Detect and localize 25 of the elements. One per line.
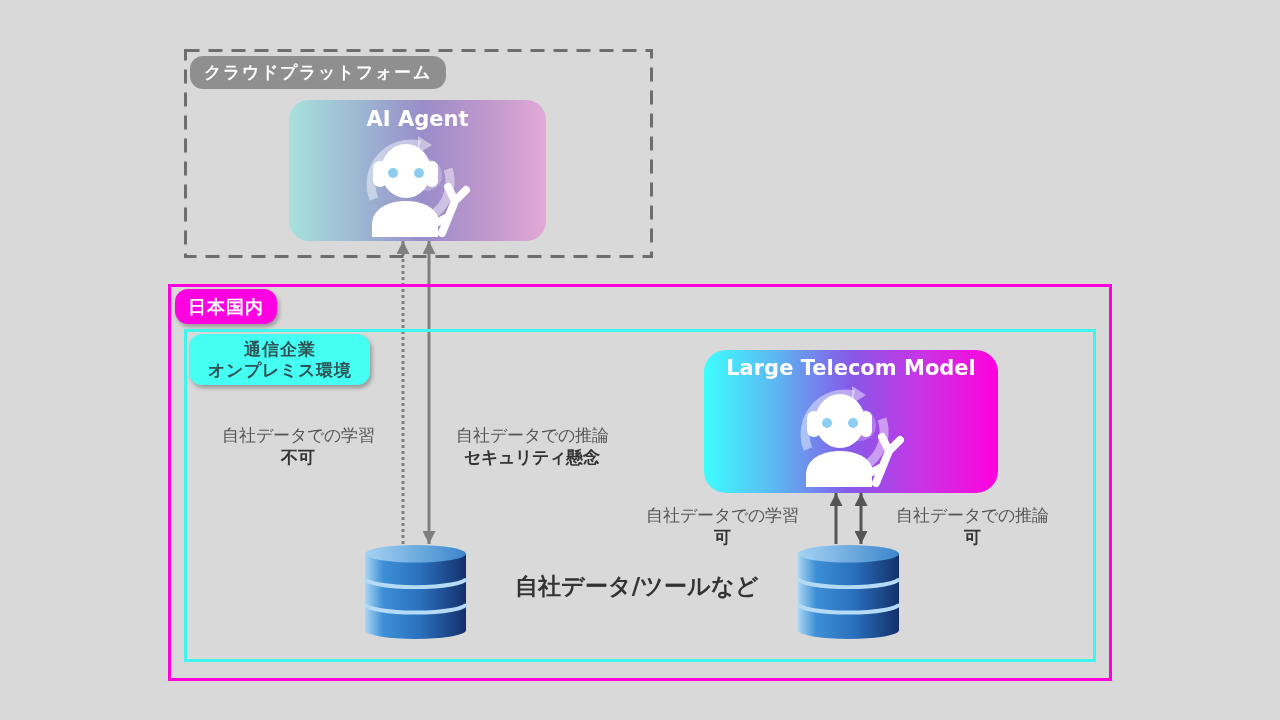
frame — [184, 329, 1096, 662]
dotted-arrow — [396, 241, 410, 544]
annotation: 自社データ/ツールなど — [514, 575, 760, 597]
heading-tag: クラウドプラットフォーム — [190, 56, 446, 89]
double-arrow — [422, 241, 436, 544]
box-title: AI Agent — [366, 107, 469, 131]
double-arrow — [854, 493, 868, 544]
heading-tag: 通信企業オンプレミス環境 — [189, 334, 370, 385]
annotation: 自社データでの学習 — [645, 504, 799, 526]
annotation: 不可 — [281, 446, 315, 468]
rounded-box — [289, 100, 546, 241]
annotation: 自社データでの推論 — [895, 504, 1049, 526]
box-title: Large Telecom Model — [726, 356, 976, 380]
frame — [168, 284, 1112, 681]
database-cylinder — [797, 544, 900, 640]
dashed-frame — [184, 49, 653, 258]
heading-tag: 日本国内 — [175, 289, 277, 324]
database-cylinder — [364, 544, 467, 640]
rounded-box — [704, 350, 998, 493]
annotation: 可 — [963, 526, 981, 548]
arrow — [829, 493, 843, 544]
annotation: 可 — [713, 526, 731, 548]
annotation: 自社データでの推論 — [455, 424, 609, 446]
annotation: 自社データでの学習 — [221, 424, 375, 446]
annotation: セキュリティ懸念 — [464, 446, 600, 468]
